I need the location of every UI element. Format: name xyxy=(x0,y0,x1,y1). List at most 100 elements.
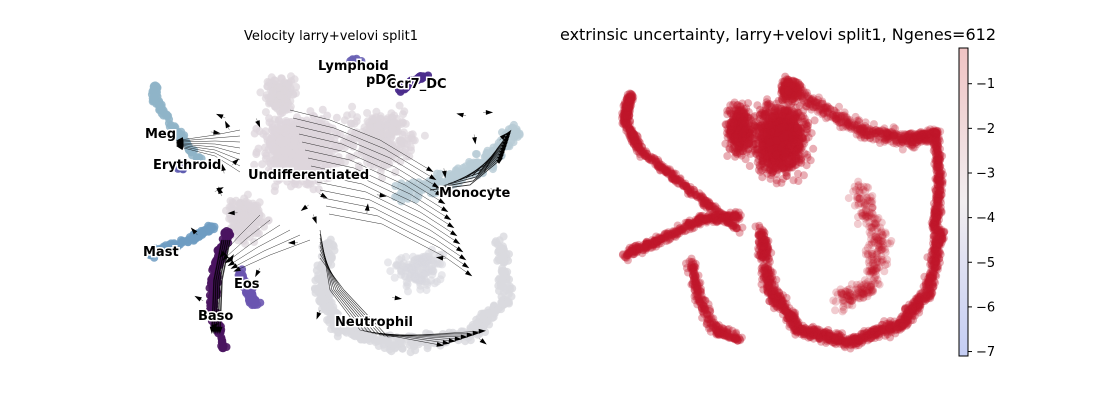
uncertainty-point xyxy=(627,90,636,99)
cell-point-neutrophil xyxy=(497,299,506,308)
cell-point-neutrophil xyxy=(318,294,327,303)
cell-point-undifferentiated xyxy=(241,197,250,206)
streamline-arrow xyxy=(456,112,464,118)
streamline-arrow xyxy=(426,166,434,173)
uncertainty-point xyxy=(633,143,642,152)
cell-point-meg xyxy=(155,101,163,110)
cell-point-undifferentiated xyxy=(314,177,323,186)
cell-point-undifferentiated xyxy=(252,148,261,157)
uncertainty-point xyxy=(668,170,677,178)
uncertainty-points xyxy=(618,72,949,353)
cell-point-undifferentiated xyxy=(266,159,275,168)
cell-point-neutrophil xyxy=(314,274,323,283)
streamline-arrow xyxy=(444,214,452,221)
cell-point-undifferentiated xyxy=(280,86,289,95)
streamline-arrow xyxy=(316,311,322,320)
cell-point-undifferentiated xyxy=(302,140,311,149)
cell-point-undifferentiated xyxy=(399,110,407,119)
cell-point-undifferentiated xyxy=(397,141,406,150)
cell-point-neutrophil xyxy=(416,285,425,294)
cluster-label-lymphoid: Lymphoid xyxy=(318,59,389,74)
uncertainty-point xyxy=(695,279,704,288)
cell-point-undifferentiated xyxy=(353,113,362,122)
uncertainty-point xyxy=(733,336,742,345)
cell-point-undifferentiated xyxy=(250,238,259,246)
streamline-arrow xyxy=(465,270,473,277)
cell-point-undifferentiated xyxy=(258,160,267,169)
cell-point-neutrophil xyxy=(387,347,396,356)
streamline-arrow xyxy=(485,110,494,115)
cell-point-undifferentiated xyxy=(383,138,392,147)
cell-point-undifferentiated xyxy=(306,107,315,116)
cell-point-undifferentiated xyxy=(298,152,306,161)
streamline-arrow xyxy=(224,120,231,129)
cell-point-undifferentiated xyxy=(388,125,397,134)
cell-point-neutrophil xyxy=(496,245,505,254)
cell-point-undifferentiated xyxy=(399,128,408,137)
cell-point-undifferentiated xyxy=(275,137,284,146)
cluster-label-ccr7-dc: Ccr7_DC xyxy=(387,77,447,92)
cell-point-undifferentiated xyxy=(318,148,327,157)
cell-point-neutrophil xyxy=(390,273,399,282)
cell-point-neutrophil xyxy=(392,260,401,269)
cell-point-undifferentiated xyxy=(244,229,253,238)
uncertainty-point xyxy=(629,136,638,145)
cell-point-undifferentiated xyxy=(280,95,289,104)
cell-point-neutrophil xyxy=(491,237,500,246)
cell-point-undifferentiated xyxy=(251,206,260,215)
uncertainty-point xyxy=(694,219,703,228)
uncertainty-point xyxy=(623,97,632,106)
streamline-arrow xyxy=(459,254,467,261)
cell-point-neutrophil xyxy=(386,267,395,276)
cluster-label-monocyte: Monocyte xyxy=(439,186,510,201)
cell-point-undifferentiated xyxy=(241,239,250,248)
cell-point-monocyte xyxy=(452,166,460,175)
cell-point-neutrophil xyxy=(421,252,430,261)
cluster-label-erythroid: Erythroid xyxy=(153,158,221,173)
uncertainty-point xyxy=(640,243,649,251)
cell-point-undifferentiated xyxy=(348,102,357,111)
cell-point-neutrophil xyxy=(494,254,503,263)
cell-point-undifferentiated xyxy=(277,122,285,131)
cluster-label-neutrophil: Neutrophil xyxy=(335,315,413,330)
uncertainty-point xyxy=(809,144,818,153)
streamline xyxy=(322,197,464,259)
cell-point-neutrophil xyxy=(485,320,494,329)
cell-point-neutrophil xyxy=(499,232,508,241)
cell-point-undifferentiated xyxy=(282,135,291,144)
uncertainty-point xyxy=(701,215,710,224)
cell-point-undifferentiated xyxy=(232,196,241,205)
cell-point-neutrophil xyxy=(483,308,492,317)
uncertainty-point xyxy=(717,330,726,339)
cell-point-baso xyxy=(218,344,227,353)
cluster-label-mast: Mast xyxy=(143,245,179,260)
cell-point-undifferentiated xyxy=(347,153,356,162)
uncertainty-point xyxy=(621,119,630,128)
uncertainty-point xyxy=(661,165,670,174)
uncertainty-point xyxy=(657,234,666,243)
streamline-arrow xyxy=(472,136,477,145)
streamline-arrow xyxy=(450,230,458,237)
cell-point-undifferentiated xyxy=(314,185,323,194)
left-panel-title: Velocity larry+velovi split1 xyxy=(244,29,418,44)
cell-point-undifferentiated xyxy=(420,131,429,140)
cell-point-undifferentiated xyxy=(268,87,277,96)
streamline-arrow xyxy=(462,262,470,269)
cell-point-neutrophil xyxy=(329,242,338,251)
uncertainty-point xyxy=(745,162,754,170)
streamline-arrow xyxy=(441,206,449,213)
cell-point-mast xyxy=(191,234,200,243)
cell-point-undifferentiated xyxy=(328,146,337,155)
uncertainty-point xyxy=(691,259,700,268)
streamline-arrow xyxy=(456,246,464,253)
streamline-arrow xyxy=(176,145,184,151)
streamline-arrow xyxy=(194,295,202,302)
cell-point-undifferentiated xyxy=(357,131,366,140)
cell-point-neutrophil xyxy=(411,263,420,272)
uncertainty-point xyxy=(671,228,680,236)
cell-point-undifferentiated xyxy=(261,108,270,117)
uncertainty-point xyxy=(689,268,698,277)
streamline-arrow xyxy=(311,216,317,224)
cell-point-mast xyxy=(207,222,216,231)
